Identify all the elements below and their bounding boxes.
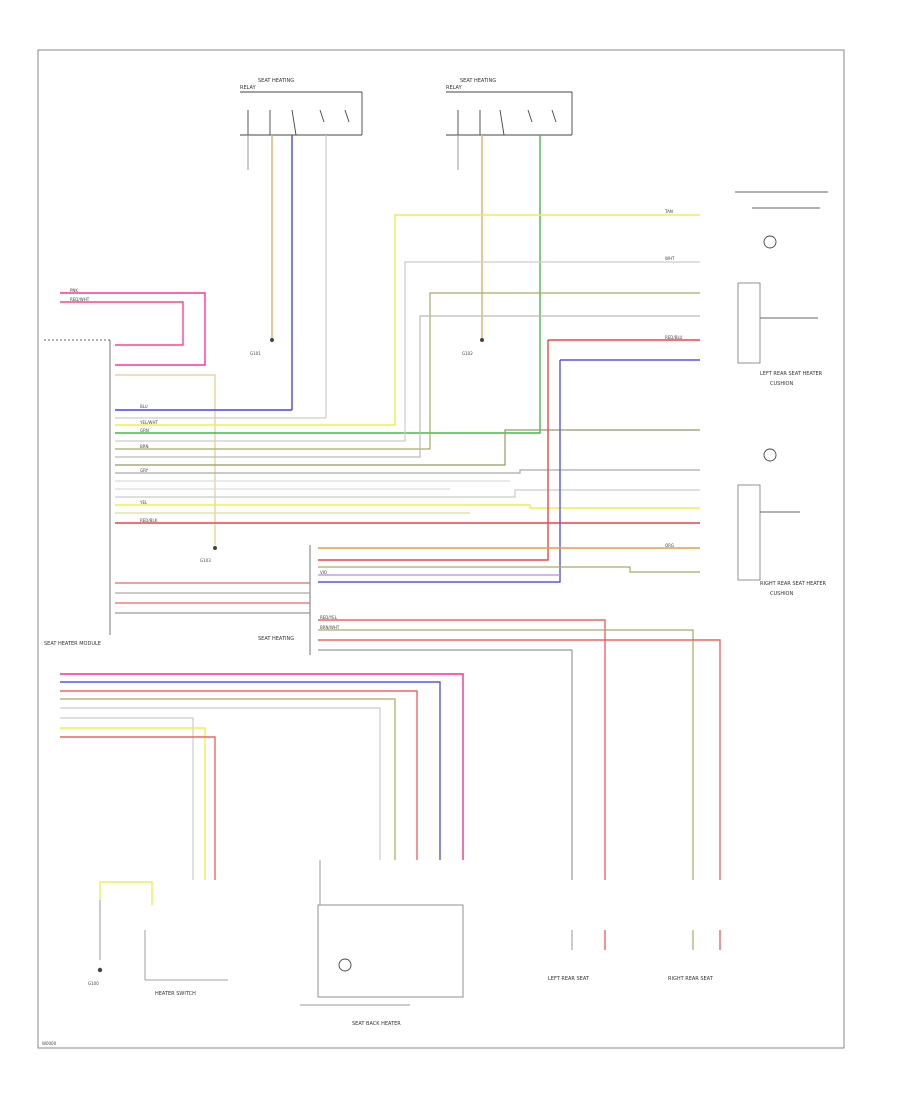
- top-switch-1-group: RELAY: [240, 85, 257, 91]
- wire-label-grn: GRN: [140, 428, 149, 433]
- wire-label-red-wht: RED/WHT: [70, 297, 90, 302]
- rear-heater-upper-sub: CUSHION: [770, 381, 793, 387]
- heater-switch: G100 HEATER SWITCH: [88, 881, 228, 997]
- ground-top-left: G101: [250, 351, 261, 356]
- heater-switch-title: HEATER SWITCH: [155, 991, 196, 997]
- rear-seat-right: RIGHT REAR SEAT: [668, 930, 721, 982]
- wire-label-pk: PNK: [70, 288, 78, 293]
- ground-mid: G103: [200, 558, 211, 563]
- seat-module-title: SEAT HEATER MODULE: [44, 641, 101, 647]
- rear-heater-upper: LEFT REAR SEAT HEATER CUSHION: [735, 191, 828, 387]
- wire-label-red-blk: RED/BLK: [140, 518, 158, 523]
- seat-back-heater-title: SEAT BACK HEATER: [352, 1021, 401, 1027]
- seat-back-heater: SEAT BACK HEATER: [300, 860, 464, 1027]
- rear-heater-lower-sub: CUSHION: [770, 591, 793, 597]
- wire-label-vio: VIO: [320, 570, 327, 575]
- wire-label-org: ORG: [665, 543, 674, 548]
- ground-left: G100: [88, 981, 99, 986]
- wire-label-yel: YEL: [139, 500, 148, 505]
- junction-box: SEAT HEATING: [258, 545, 311, 655]
- top-switch-2-group: RELAY: [446, 85, 463, 91]
- top-switch-2: SEAT HEATING RELAY: [446, 78, 573, 136]
- wire-label-yel-wht: YEL/WHT: [139, 420, 159, 425]
- wire-label-brn: BRN: [140, 444, 149, 449]
- rear-seat-left: LEFT REAR SEAT: [548, 930, 606, 982]
- diagram-frame: [37, 49, 845, 1049]
- ground-top-right: G102: [462, 351, 473, 356]
- seat-module: SEAT HEATER MODULE: [44, 339, 111, 647]
- wire-label-tan: TAN: [664, 209, 673, 214]
- top-switch-2-title: SEAT HEATING: [460, 78, 496, 84]
- junction-box-title: SEAT HEATING: [258, 636, 294, 642]
- wire-label-red-yel: RED/YEL: [320, 615, 338, 620]
- footer-code: W0000: [42, 1041, 57, 1046]
- wire-label-wht: WHT: [665, 256, 675, 261]
- top-switch-1: SEAT HEATING RELAY: [240, 78, 363, 136]
- rear-heater-upper-title: LEFT REAR SEAT HEATER: [760, 371, 823, 377]
- rear-heater-lower: RIGHT REAR SEAT HEATER CUSHION: [737, 448, 827, 597]
- wire-label-gry: GRY: [140, 468, 149, 473]
- wire-label-brn-wht: BRN/WHT: [320, 625, 340, 630]
- wire-label-blu: BLU: [140, 404, 148, 409]
- rear-seat-left-title: LEFT REAR SEAT: [548, 976, 590, 982]
- rear-seat-right-title: RIGHT REAR SEAT: [668, 976, 714, 982]
- wire-label-red-blu: RED/BLU: [665, 335, 683, 340]
- top-switch-1-title: SEAT HEATING: [258, 78, 294, 84]
- rear-heater-lower-title: RIGHT REAR SEAT HEATER: [760, 581, 827, 587]
